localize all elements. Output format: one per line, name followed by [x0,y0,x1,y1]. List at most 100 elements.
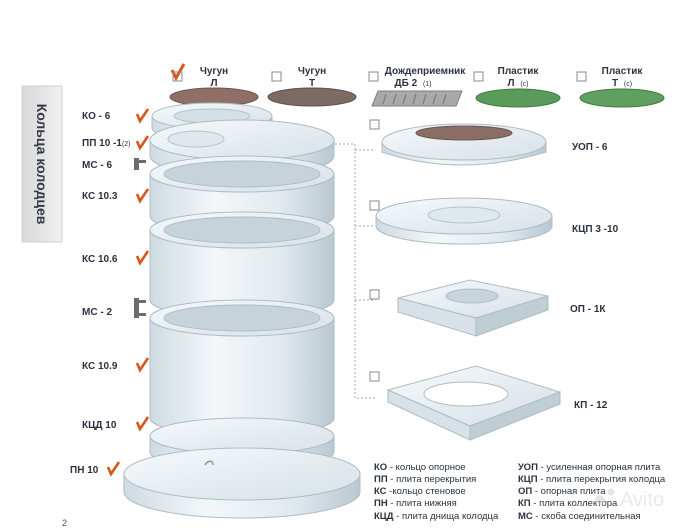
check-icon [106,461,121,477]
svg-text:КЦД - плита днища колодца: КЦД - плита днища колодца [374,511,499,522]
corner-mark: 2 [62,518,67,528]
checkbox[interactable] [473,71,484,82]
checkbox[interactable] [576,71,587,82]
part-kcd10-label: КЦД 10 [82,420,117,431]
check-icon [135,135,150,151]
check-icon [135,416,150,432]
check-icon [135,357,150,373]
bracket-icons [134,158,146,318]
cover-4-disc [475,88,561,108]
avito-watermark: Avito [595,488,664,511]
legend-text: - плита перекрытия колодца [538,474,666,485]
cover-4-name: Пластик [498,66,540,77]
legend-text: - плита днища колодца [394,511,499,522]
watermark-text: Avito [620,489,664,511]
part-ks106-label: КС 10.6 [82,254,118,265]
left-checkmarks [106,108,150,477]
cover-3-note: (1) [423,81,432,88]
cover-5-name: Пластик [602,66,644,77]
part-ks109-label: КС 10.9 [82,361,118,372]
check-icon [135,108,150,124]
legend-text: - плита коллектора [531,498,618,509]
legend-key: ОП [518,486,532,497]
cover-plastic-heavy: Пластик Т (с) [576,66,665,108]
legend-text: -кольцо стеновое [387,486,466,497]
legend-text: - кольцо опорное [387,462,465,473]
base-plate-pn10 [123,447,361,519]
legend-text: - плита перекрытия [388,474,477,485]
legend-key: УОП [518,462,538,473]
svg-text:ДБ 2 (1): ДБ 2 (1) [395,78,432,89]
legend-key: КЦП [518,474,538,485]
part-ko6-label: КО - 6 [82,111,111,122]
part-ms2-label: МС - 2 [82,307,112,318]
part-op1k-label: ОП - 1К [570,304,606,315]
sidebar-title-panel: Кольца колодцев [21,85,63,243]
checkbox[interactable] [271,71,282,82]
part-op1k: ОП - 1К [369,279,606,337]
svg-text:УОП - усиленная опорная плита: УОП - усиленная опорная плита [518,462,661,473]
checkbox[interactable] [172,71,183,82]
check-icon [135,188,150,204]
legend-key: КС [374,486,387,497]
part-kp12: КП - 12 [369,365,608,441]
legend-text: - плита нижняя [388,498,457,509]
cover-3-grate [371,90,463,107]
svg-text:КЦП - плита перекрытия колодца: КЦП - плита перекрытия колодца [518,474,666,485]
ring-stack [123,102,361,519]
ring-ks109 [149,299,335,437]
legend-key: ПП [374,474,388,485]
connector-lines [335,143,375,399]
check-icon [135,250,150,266]
legend-right: УОП - усиленная опорная плита КЦП - плит… [518,462,666,522]
svg-text:ПП - плита перекрытия: ПП - плита перекрытия [374,474,476,485]
cover-2-disc [267,87,357,107]
legend-key: ПН [374,498,388,509]
svg-text:ОП - опорная плита: ОП - опорная плита [518,486,606,497]
cover-2-sub: Т [309,78,315,89]
part-pp10-note: (2) [122,141,131,148]
part-kcp310-label: КЦП 3 -10 [572,224,619,235]
cover-3-sub: ДБ 2 [395,78,418,89]
svg-text:Т (с): Т (с) [612,78,632,89]
cover-storm-inlet: Дождеприемник ДБ 2 (1) [368,66,467,107]
cover-4-note: (с) [520,81,528,88]
cover-1-sub: Л [210,78,217,89]
legend-key: КО [374,462,387,473]
svg-text:МС - скоба соединительная: МС - скоба соединительная [518,511,641,522]
cover-5-note: (с) [624,81,632,88]
right-parts: УОП - 6 КЦП 3 -10 ОП - 1К КП - 12 [369,119,619,441]
cover-options-row: Чугун Л Чугун Т Дождеприемник ДБ 2 (1) [169,63,665,108]
checkbox[interactable] [369,289,380,300]
svg-text:Л (с): Л (с) [508,78,529,89]
checkbox[interactable] [369,200,380,211]
svg-text:КП - плита коллектора: КП - плита коллектора [518,498,618,509]
cover-cast-iron-light: Чугун Л [169,63,259,107]
legend-key: МС [518,511,533,522]
part-pp10-label: ПП 10 -1 [82,138,122,149]
legend-text: - усиленная опорная плита [538,462,661,473]
checkbox[interactable] [369,119,380,130]
part-uop6: УОП - 6 [369,119,608,166]
legend-key: КЦД [374,511,394,522]
cover-cast-iron-heavy: Чугун Т [267,66,357,107]
svg-text:ПН - плита нижняя: ПН - плита нижняя [374,498,457,509]
svg-text:КО - кольцо опорное: КО - кольцо опорное [374,462,466,473]
cover-1-name: Чугун [200,66,228,77]
sidebar-title: Кольца колодцев [34,104,50,225]
cover-2-name: Чугун [298,66,326,77]
svg-text:КС -кольцо стеновое: КС -кольцо стеновое [374,486,466,497]
part-pn10-label: ПН 10 [70,465,99,476]
checkbox[interactable] [368,71,379,82]
part-ms6-label: МС - 6 [82,160,112,171]
legend-left: КО - кольцо опорное ПП - плита перекрыти… [374,462,499,522]
cover-3-name: Дождеприемник [385,66,467,77]
part-ks103-label: КС 10.3 [82,191,118,202]
legend-key: КП [518,498,531,509]
svg-text:ПП 10 -1(2): ПП 10 -1(2) [82,138,131,149]
legend-text: - скоба соединительная [533,511,641,522]
cover-plastic-light: Пластик Л (с) [473,66,561,108]
part-uop6-label: УОП - 6 [572,142,608,153]
checkbox[interactable] [369,371,380,382]
